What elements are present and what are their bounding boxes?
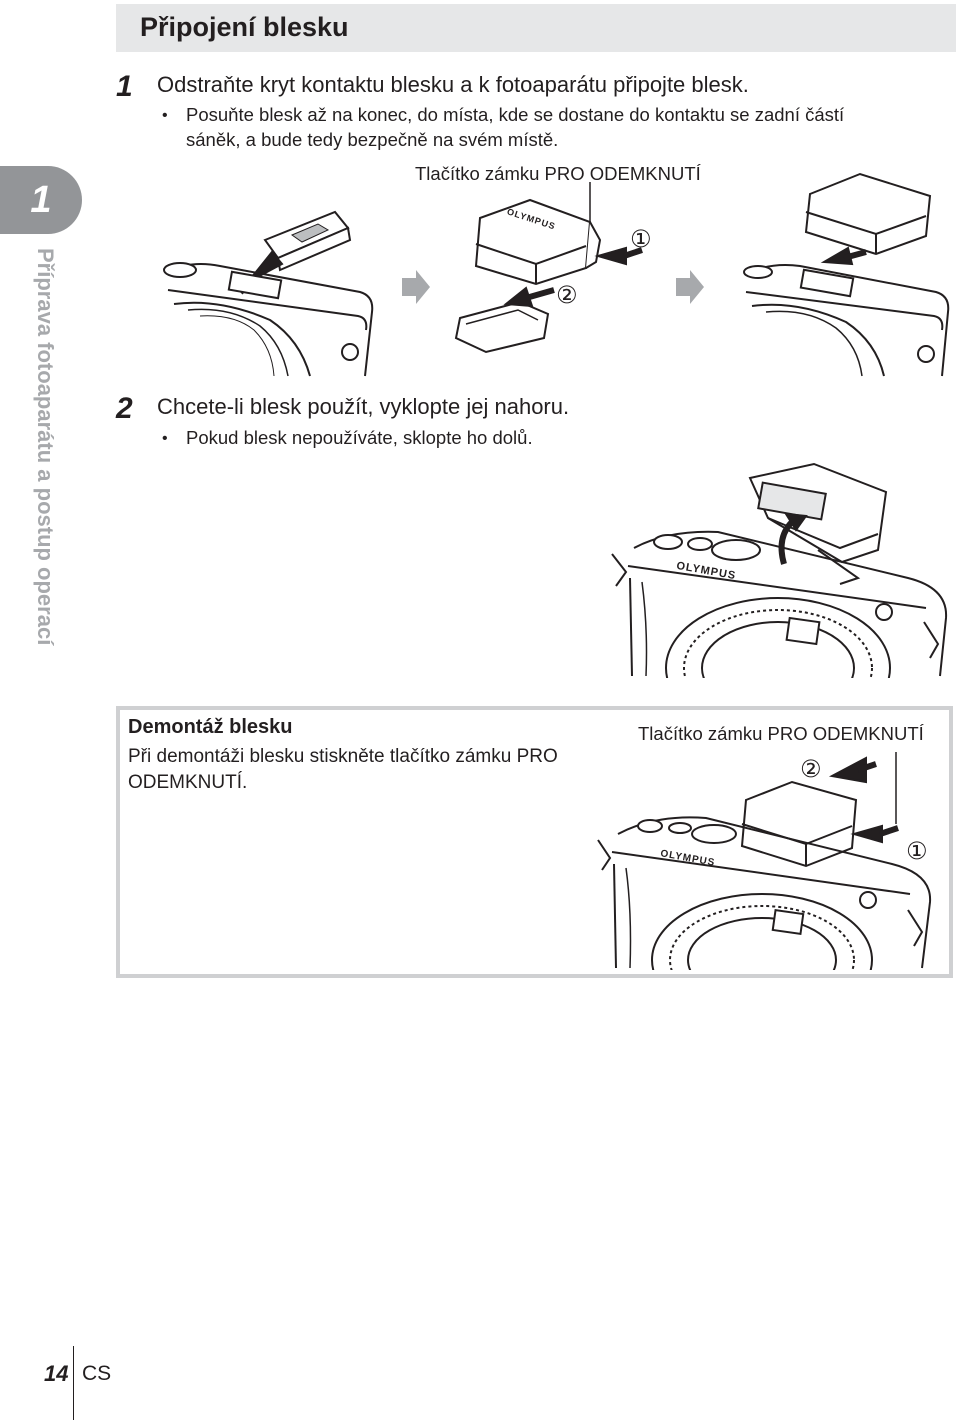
next-arrow-icon [402, 270, 430, 304]
removal-box [116, 706, 953, 978]
flash-raised-illustration [611, 462, 948, 678]
chapter-number: 1 [30, 179, 52, 221]
marker-2-step1: ② [556, 282, 578, 309]
chapter-tab [0, 166, 82, 234]
flash-removal-illustration [597, 752, 932, 970]
footer-divider [73, 1346, 74, 1420]
figure-remove-cover [160, 200, 380, 378]
page-title-bar [116, 4, 956, 52]
removal-lock-caption: Tlačítko zámku PRO ODEMKNUTÍ [638, 723, 924, 744]
page-number: 14 [44, 1361, 69, 1386]
marker-2-removal: ② [800, 756, 822, 783]
step-arrow-1 [402, 270, 430, 304]
step-1-text: Odstraňte kryt kontaktu blesku a k fotoa… [157, 72, 749, 97]
step-2-number: 2 [116, 392, 133, 425]
next-arrow-icon [676, 270, 704, 304]
removal-text: Při demontáži blesku stiskněte tlačítko … [128, 746, 558, 793]
camera-cover-illustration [163, 210, 374, 377]
removal-title: Demontáž blesku [128, 716, 293, 738]
marker-1-step1: ① [630, 226, 652, 253]
step-1-number: 1 [116, 70, 133, 103]
figure-flash-removal [596, 752, 942, 970]
lock-button-caption: Tlačítko zámku PRO ODEMKNUTÍ [415, 163, 701, 184]
marker-1-removal: ① [906, 838, 928, 865]
figure-flash-mounted [740, 166, 952, 378]
step-2-bullet: Pokud blesk nepoužíváte, sklopte ho dolů… [186, 427, 533, 448]
figure-flash-raised [608, 458, 954, 678]
step-2-text: Chcete-li blesk použít, vyklopte jej nah… [157, 394, 570, 419]
bullet-icon: • [162, 107, 168, 124]
page-title: Připojení blesku [140, 12, 349, 42]
step-arrow-2 [676, 270, 704, 304]
chapter-title-vertical: Příprava fotoaparátu a postup operací [33, 248, 58, 646]
flash-mounted-illustration [743, 172, 950, 377]
language-code: CS [82, 1362, 112, 1385]
figure-attach-flash [440, 182, 670, 360]
flash-attach-illustration [454, 182, 643, 354]
bullet-icon: • [162, 430, 168, 447]
step-1-bullet: Posuňte blesk až na konec, do místa, kde… [186, 104, 845, 150]
